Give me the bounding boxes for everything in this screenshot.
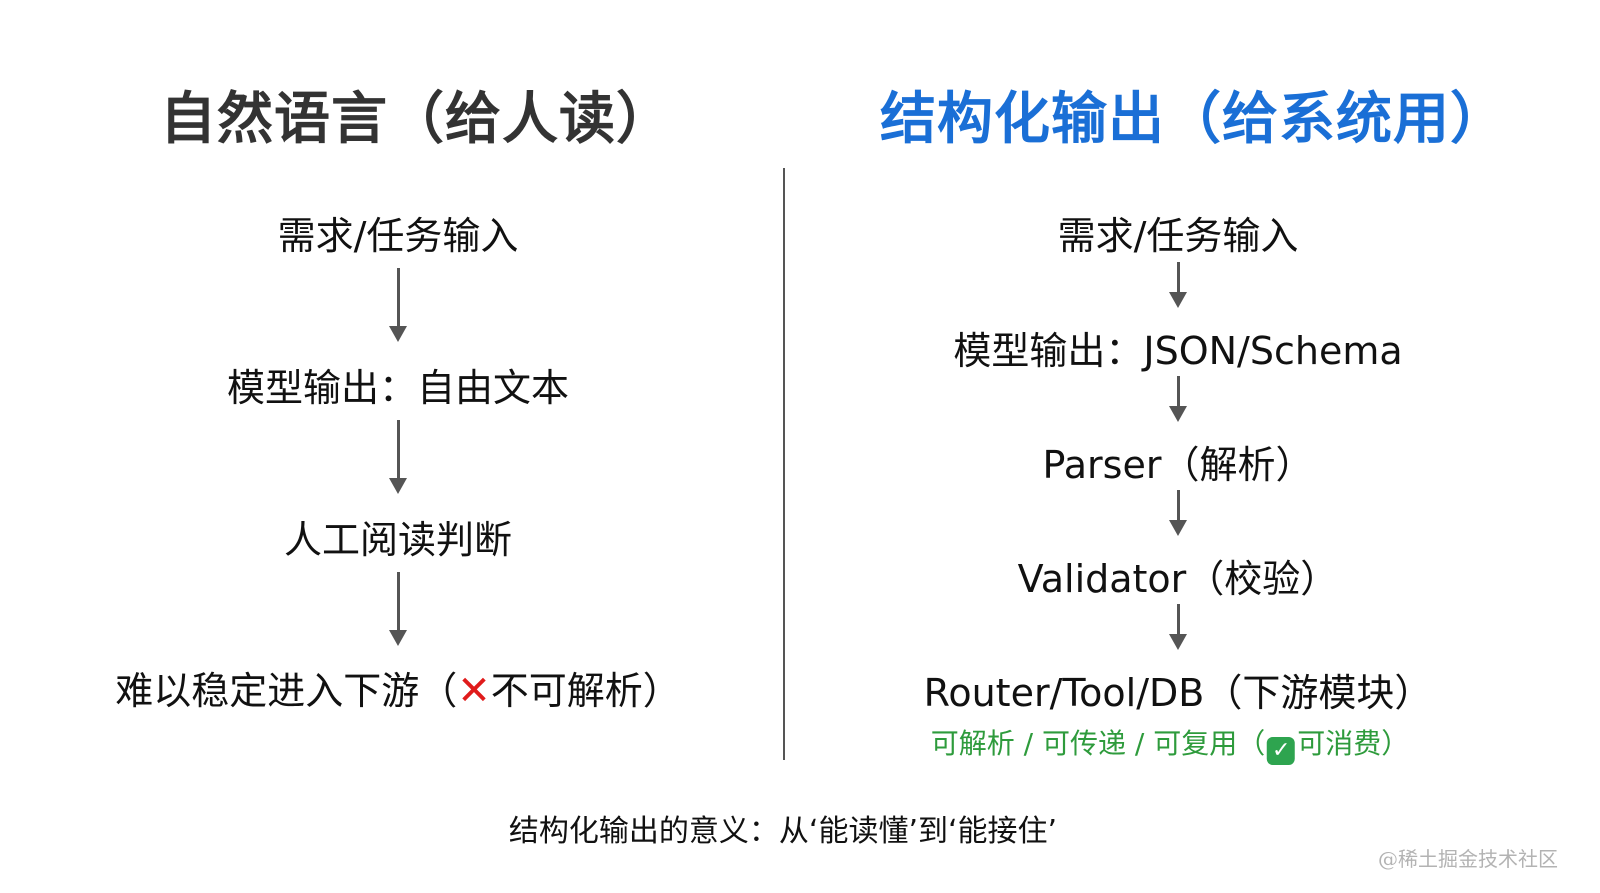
watermark: @稀土掘金技术社区 [1378, 847, 1558, 871]
benefits-prefix: 可解析 / 可传递 / 可复用（ [930, 727, 1266, 760]
left-arrow-3 [388, 572, 408, 646]
natural-language-title: 自然语言（给人读） [160, 87, 673, 152]
right-arrow-4 [1168, 604, 1188, 650]
left-node-input: 需求/任务输入 [277, 214, 519, 258]
benefits-suffix: 可消费） [1297, 727, 1410, 760]
check-mark-icon: ✓ [1267, 737, 1296, 765]
right-node-input: 需求/任务输入 [1057, 214, 1299, 258]
left-arrow-1 [388, 268, 408, 342]
left-arrow-2 [388, 420, 408, 494]
left-node-human-reading: 人工阅读判断 [283, 518, 513, 562]
right-arrow-3 [1168, 490, 1188, 536]
footer-caption: 结构化输出的意义：从‘能读懂’到‘能接住’ [508, 814, 1058, 849]
unstable-suffix: 不可解析） [490, 669, 681, 713]
benefits-caption: 可解析 / 可传递 / 可复用（✓可消费） [930, 722, 1410, 765]
right-node-validator: Validator（校验） [1017, 557, 1339, 601]
column-divider [783, 168, 785, 760]
cross-mark-icon: ✕ [457, 668, 491, 714]
structured-output-title: 结构化输出（给系统用） [880, 87, 1507, 152]
right-arrow-1 [1168, 262, 1188, 308]
right-node-model-output: 模型输出：JSON/Schema [953, 329, 1403, 373]
right-arrow-2 [1168, 376, 1188, 422]
unstable-prefix: 难以稳定进入下游（ [115, 669, 458, 713]
left-node-model-output: 模型输出：自由文本 [226, 366, 570, 410]
left-node-unstable-downstream: 难以稳定进入下游（✕不可解析） [115, 660, 681, 715]
right-node-downstream-modules: Router/Tool/DB（下游模块） [923, 671, 1433, 715]
right-node-parser: Parser（解析） [1042, 443, 1314, 487]
